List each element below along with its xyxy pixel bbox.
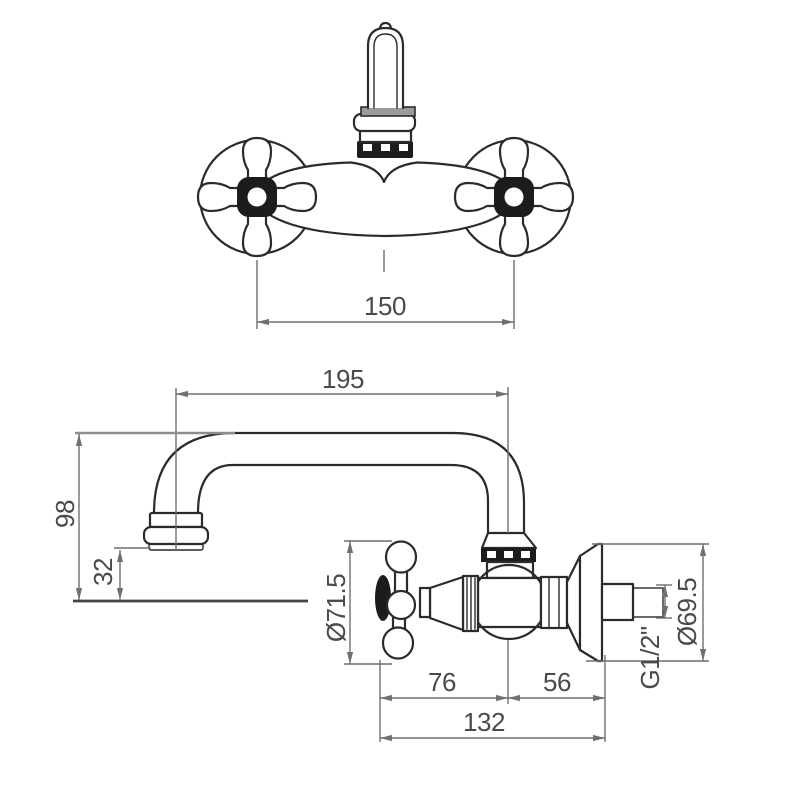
dim-label-thread: G1/2"	[635, 626, 665, 689]
dim-label-handle-diameter: Ø71.5	[321, 574, 351, 642]
side-handle-assembly	[375, 540, 480, 660]
handle-diameter-dimension: Ø71.5	[321, 540, 392, 665]
dim-label-outlet-offset: 32	[88, 558, 118, 586]
dim-label-spout-reach: 195	[322, 364, 364, 394]
handle-top-bulb	[384, 540, 418, 574]
left-cross-handle	[196, 136, 318, 258]
union-nut	[539, 575, 569, 630]
spout-collar-front	[352, 106, 417, 158]
dim-label-center-to-handle-front: 76	[428, 667, 456, 697]
dim-label-center-to-wall: 56	[543, 667, 571, 697]
handle-hub-side	[385, 589, 417, 621]
front-view: 150	[196, 21, 575, 329]
wall-connection	[539, 542, 664, 663]
spout-height-dimension: 98	[50, 431, 308, 603]
wall-flange	[578, 542, 604, 663]
flange-diameter-dimension: Ø69.5	[586, 543, 709, 662]
spout-side	[142, 388, 526, 551]
side-view: 195 98 32 Ø71.5 Ø69.5	[50, 364, 709, 742]
depth-dimensions: 76 56 132	[379, 640, 606, 742]
spout-reach-dimension: 195	[176, 364, 509, 533]
dim-label-spout-height: 98	[50, 500, 80, 528]
spout-front	[366, 21, 405, 110]
bonnet-cone	[428, 575, 465, 632]
dim-label-handle-spacing: 150	[364, 291, 406, 321]
outlet-offset-dimension: 32	[88, 547, 151, 600]
thread-dimension: G1/2"	[635, 584, 672, 690]
handle-bottom-bulb	[381, 626, 415, 660]
right-cross-handle	[453, 136, 575, 258]
mixer-body-front	[252, 161, 518, 238]
handle-spacing-dimension: 150	[256, 260, 515, 329]
thread-nipple	[600, 582, 635, 622]
dim-label-flange-diameter: Ø69.5	[672, 578, 702, 646]
dim-label-total-depth: 132	[463, 707, 505, 737]
